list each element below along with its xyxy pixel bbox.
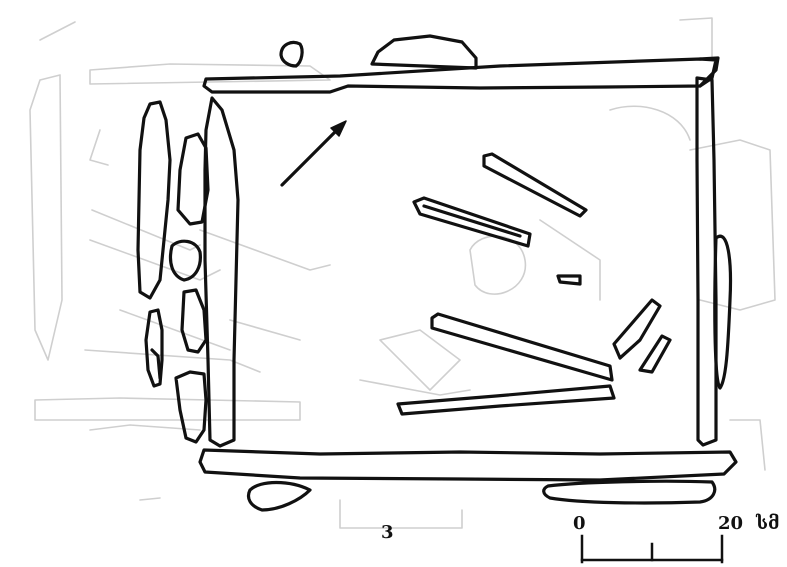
left-stone-f — [174, 370, 208, 444]
cist-slabs — [136, 34, 738, 512]
scale-end-label: 20 — [718, 513, 744, 534]
left-stone-c — [168, 239, 202, 282]
left-stone-b — [176, 132, 210, 226]
left-stone-d — [180, 288, 208, 354]
scale-bar — [580, 534, 724, 564]
north-arrow-icon — [280, 120, 347, 187]
fragment — [638, 334, 672, 374]
left-stone-e — [144, 308, 164, 388]
cap-stone — [370, 34, 478, 70]
fragment — [396, 384, 616, 416]
fragment — [422, 204, 522, 238]
fragment — [556, 274, 582, 286]
bottom-right-stone — [542, 479, 717, 505]
faint-underlayer — [29, 17, 776, 529]
figure-number: 3 — [381, 522, 394, 543]
left-stone-g — [150, 348, 162, 380]
top-slab — [202, 57, 718, 94]
left-stone-a — [136, 100, 172, 300]
right-outer-stone — [713, 234, 733, 390]
scale-start-label: 0 — [573, 513, 586, 534]
fragment — [412, 196, 532, 248]
inner-fragments — [396, 152, 672, 416]
scale-unit-label: სმ — [756, 513, 780, 534]
fragment — [482, 152, 588, 218]
right-slab — [695, 76, 718, 447]
small-stone — [279, 40, 304, 68]
bottom-left-stone — [246, 480, 312, 512]
left-inner-slab — [203, 96, 240, 448]
fragment — [430, 312, 614, 382]
fragment — [612, 298, 662, 360]
bottom-slab — [198, 448, 738, 482]
